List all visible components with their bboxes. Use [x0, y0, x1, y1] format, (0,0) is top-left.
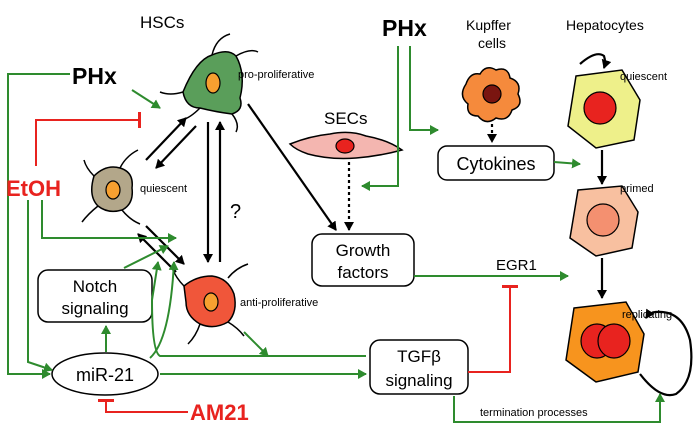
- growth-factors-box: [311, 233, 415, 287]
- kupffer-label-line1: Kupffer: [466, 17, 511, 33]
- anti-proliferative-label: anti-proliferative: [240, 297, 318, 309]
- mir21-label: miR-21: [76, 365, 134, 385]
- arrow-mir21-to-hsc: [149, 261, 179, 359]
- arrow-notch-to-hsc: [123, 245, 169, 269]
- termination-label: termination processes: [480, 407, 588, 419]
- arrow-into-quiescent-hep: [579, 53, 612, 69]
- hepatocyte-replicating: [565, 301, 645, 383]
- inhibit-tgfb-to-egr1: [468, 285, 518, 373]
- arrow-phx-left-to-pro: [131, 89, 161, 109]
- inhibit-am21-to-mir21: [98, 399, 188, 413]
- arrow-quiescent-to-pro: [145, 117, 187, 161]
- secs-label: SECs: [324, 109, 367, 128]
- sec-cell: [288, 131, 404, 160]
- arrow-tgfb-to-hsc: [150, 261, 366, 357]
- phx-top-label: PHx: [382, 15, 427, 41]
- phx-left-label: PHx: [72, 63, 117, 89]
- am21-label: AM21: [190, 400, 249, 425]
- egr1-label: EGR1: [496, 257, 537, 274]
- notch-label-line1: Notch: [73, 277, 117, 296]
- hep-quiescent-label: quiescent: [620, 71, 667, 83]
- arrow-termination: [453, 393, 665, 423]
- hscs-label: HSCs: [140, 13, 184, 32]
- inhibit-etoh-to-phx: [35, 112, 141, 166]
- arrow-phx-top-to-secs: [361, 46, 399, 191]
- arrow-etoh-to-quiescent-line: [41, 200, 177, 243]
- hsc-pro-proliferative-cell: [159, 33, 259, 133]
- notch-label-line2: signaling: [61, 299, 128, 318]
- growth-factors-label-line1: Growth: [336, 241, 391, 260]
- kupffer-label-line2: cells: [478, 35, 506, 51]
- question-mark-label: ?: [230, 201, 241, 223]
- hepatocyte-primed: [569, 185, 639, 257]
- arrow-etoh-to-mir21: [27, 200, 53, 373]
- arrow-quiescent-to-anti: [145, 225, 185, 265]
- arrow-phx-left-to-mir21: [7, 73, 70, 379]
- growth-factors-label-line2: factors: [337, 263, 388, 282]
- tgfb-signaling-box: [369, 339, 469, 395]
- mir21-ellipse: [51, 352, 159, 396]
- arrow-pro-to-quiescent: [155, 125, 197, 169]
- hepatocyte-quiescent: [567, 69, 641, 149]
- hepatocytes-label: Hepatocytes: [566, 17, 644, 33]
- etoh-label: EtOH: [6, 176, 61, 201]
- tgfb-label-line1: TGFβ: [397, 347, 441, 366]
- pro-proliferative-label: pro-proliferative: [238, 69, 314, 81]
- quiescent-hsc-label: quiescent: [140, 183, 187, 195]
- arrow-pro-to-growth-factors: [247, 103, 337, 231]
- arrow-cytokines-to-hep: [553, 158, 581, 169]
- arrow-replicating-loop: [639, 308, 693, 397]
- hep-replicating-label: replicating: [622, 309, 672, 321]
- tgfb-label-line2: signaling: [385, 371, 452, 390]
- hep-primed-label: primed: [620, 183, 654, 195]
- cytokines-label: Cytokines: [456, 154, 535, 174]
- kupffer-cell: [461, 67, 521, 123]
- arrow-anti-to-tgfb: [243, 331, 269, 357]
- arrow-phx-top-to-kupffer: [409, 46, 439, 135]
- hsc-quiescent-cell: [81, 149, 141, 225]
- hsc-anti-proliferative-cell: [171, 263, 249, 345]
